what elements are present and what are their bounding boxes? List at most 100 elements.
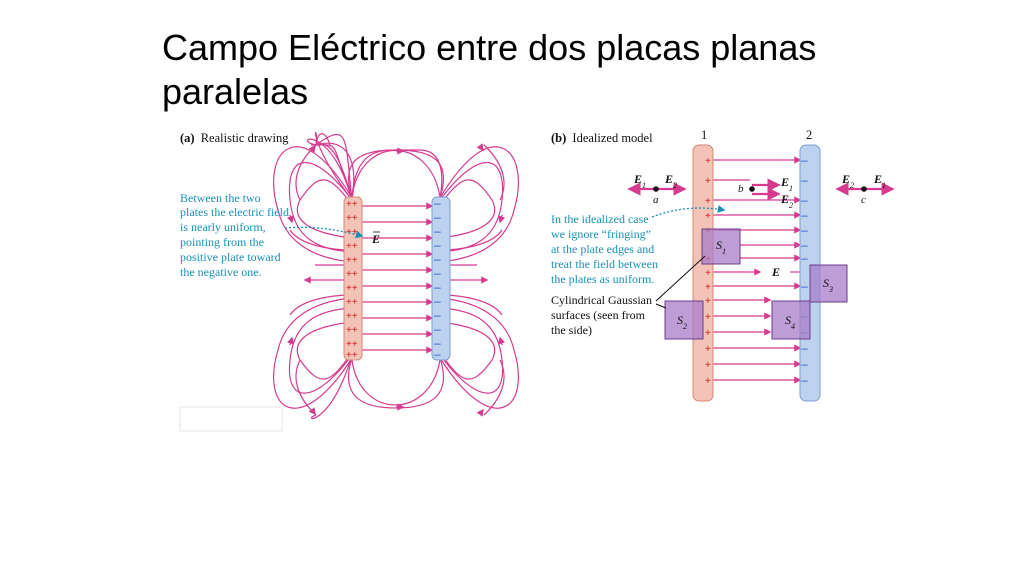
blank-box (179, 406, 283, 432)
panel-a-caption: Realistic drawing (201, 131, 290, 145)
svg-text:+: + (705, 211, 711, 222)
plate-label-2: 2 (806, 128, 812, 142)
panel-b-letter: (b) (551, 131, 566, 145)
svg-text:–: – (434, 266, 441, 280)
negative-plate-a (431, 196, 451, 361)
svg-text:+: + (705, 176, 711, 187)
svg-text:–: – (801, 373, 808, 387)
svg-text:++: ++ (346, 213, 358, 224)
point-a-vectors: E1 E2 a (627, 172, 687, 206)
panel-b-caption: Idealized model (572, 131, 653, 145)
svg-text:S2: S2 (677, 313, 687, 331)
panel-a-fringe-lines (273, 134, 519, 419)
gaussian-surface-s1: S1 (701, 228, 741, 265)
panel-a-annotation: Between the two plates the electric fiel… (180, 191, 292, 279)
gaussian-surface-s2: S2 (664, 300, 704, 340)
svg-text:+: + (705, 360, 711, 371)
panel-a: (a) Realistic drawing (179, 131, 519, 432)
svg-text:++: ++ (346, 325, 358, 336)
svg-text:+: + (705, 328, 711, 339)
svg-text:–: – (434, 196, 441, 210)
field-label-b: E (771, 265, 780, 279)
svg-text:++: ++ (346, 311, 358, 322)
point-b-label: b (738, 183, 744, 195)
panel-a-letter: (a) (180, 131, 195, 145)
svg-text:E2: E2 (664, 172, 677, 190)
gaussian-annotation: Cylindrical Gaussian surfaces (seen from… (551, 293, 655, 337)
point-c-dot (861, 186, 867, 192)
svg-text:–: – (801, 193, 808, 207)
point-c-vectors: E2 E1 c (835, 172, 895, 206)
svg-text:S4: S4 (785, 313, 795, 331)
svg-text:–: – (434, 224, 441, 238)
svg-text:–: – (434, 294, 441, 308)
svg-text:+: + (705, 296, 711, 307)
annotation-pointer-b (651, 205, 726, 218)
svg-text:–: – (434, 336, 441, 350)
svg-text:–: – (801, 357, 808, 371)
svg-text:+: + (705, 376, 711, 387)
panel-b-annotation: In the idealized case we ignore “fringin… (551, 212, 661, 286)
point-c-label: c (861, 194, 866, 206)
gauss-leader-s2 (655, 303, 667, 309)
svg-text:+: + (705, 268, 711, 279)
svg-text:–: – (434, 210, 441, 224)
svg-text:–: – (801, 208, 808, 222)
svg-text:+: + (705, 282, 711, 293)
gaussian-surface-s4: S4 (771, 300, 811, 340)
panel-b: (b) Idealized model 1 2 + + (551, 128, 895, 402)
svg-text:E2: E2 (841, 172, 854, 190)
svg-text:+: + (705, 156, 711, 167)
svg-text:++: ++ (346, 339, 358, 350)
svg-text:(b) Idealized model: (b) Idealized model (551, 131, 653, 145)
svg-text:+: + (705, 344, 711, 355)
svg-text:–: – (801, 153, 808, 167)
panel-a-outer-loops (286, 131, 506, 417)
svg-text:–: – (434, 280, 441, 294)
svg-text:++: ++ (346, 255, 358, 266)
plus-signs-a: ++++ ++++ ++++ ++++ ++++ ++++ (346, 199, 358, 361)
svg-text:E1: E1 (873, 172, 886, 190)
svg-text:–: – (801, 223, 808, 237)
svg-text:–: – (801, 279, 808, 293)
svg-text:–: – (434, 252, 441, 266)
annotation-pointer-a (284, 226, 364, 239)
plate-label-1: 1 (701, 128, 707, 142)
svg-text:–: – (801, 293, 808, 307)
svg-text:E1: E1 (633, 172, 646, 190)
svg-text:S1: S1 (716, 238, 726, 256)
svg-text:++: ++ (346, 297, 358, 308)
svg-text:–: – (434, 308, 441, 322)
point-b-dot (749, 186, 755, 192)
minus-signs-a: –– –– –– –– –– –– (434, 196, 441, 361)
point-a-label: a (653, 194, 659, 206)
gauss-leader-s1 (655, 255, 706, 302)
svg-text:E2: E2 (780, 192, 793, 210)
gaussian-surface-s3: S3 (809, 264, 848, 303)
slide-title: Campo Eléctrico entre dos placas planas … (162, 27, 817, 112)
svg-text:–: – (801, 238, 808, 252)
svg-text:++: ++ (346, 283, 358, 294)
svg-text:(a) Realistic drawing: (a) Realistic drawing (180, 131, 289, 145)
svg-text:S3: S3 (823, 276, 833, 294)
point-a-dot (653, 186, 659, 192)
svg-text:E1: E1 (780, 175, 793, 193)
point-b-vectors: b E1 E2 (738, 175, 793, 210)
svg-text:++: ++ (346, 199, 358, 210)
panel-a-interior-lines (362, 202, 434, 354)
svg-text:–: – (434, 238, 441, 252)
svg-text:–: – (434, 322, 441, 336)
svg-text:+: + (705, 196, 711, 207)
svg-text:++: ++ (346, 350, 358, 361)
svg-text:–: – (801, 341, 808, 355)
svg-text:–: – (801, 173, 808, 187)
svg-text:++: ++ (346, 241, 358, 252)
svg-text:++: ++ (346, 227, 358, 238)
panel-b-field-lines (713, 156, 802, 384)
svg-text:–: – (801, 251, 808, 265)
svg-text:–: – (434, 347, 441, 361)
svg-text:+: + (705, 312, 711, 323)
field-label-a: E (371, 232, 380, 246)
svg-text:++: ++ (346, 269, 358, 280)
